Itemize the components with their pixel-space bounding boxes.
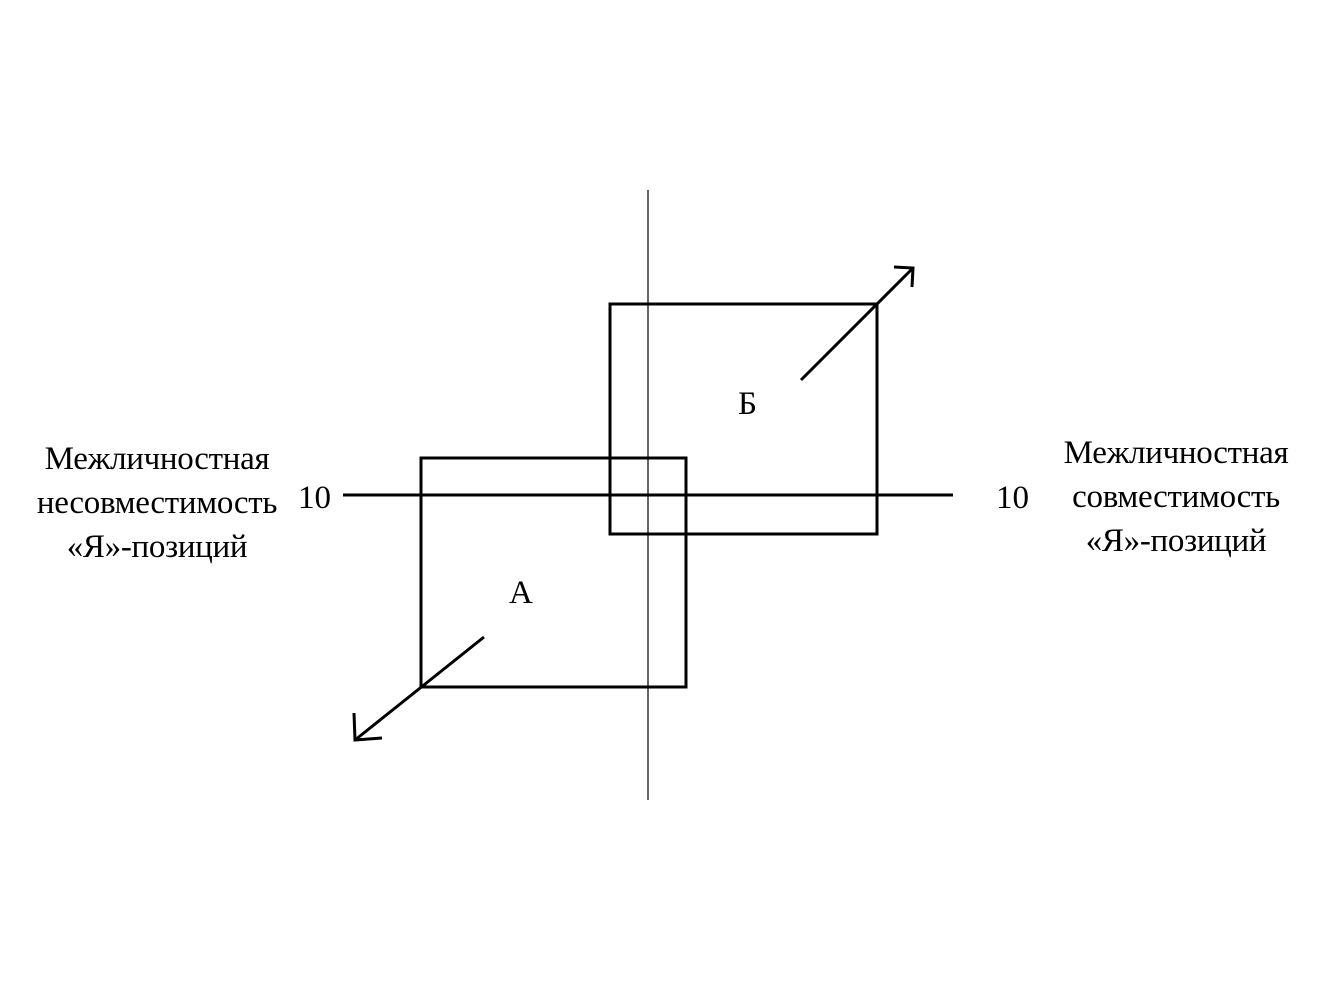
left-axis-label-line-1: Межличностная	[44, 441, 270, 477]
box-b	[608, 302, 879, 536]
right-tick-label: 10	[996, 480, 1029, 516]
left-tick-label: 10	[298, 480, 331, 516]
box-a-label: А	[509, 575, 533, 611]
left-axis-label-line-2: несовместимость	[36, 485, 278, 521]
right-axis-label-line-2: совместимость	[1072, 479, 1280, 515]
right-axis-label-line-1: Межличностная	[1063, 435, 1289, 471]
left-axis-label-line-3: «Я»-позиций	[66, 529, 248, 565]
arrow-a-down-left	[352, 635, 485, 742]
box-a	[419, 456, 688, 689]
arrow-b-up-right	[799, 265, 915, 382]
right-axis-label: Межличностная совместимость «Я»-позиций	[1040, 431, 1312, 563]
box-b-label: Б	[738, 386, 757, 422]
left-axis-label: Межличностная несовместимость «Я»-позици…	[12, 437, 302, 569]
right-axis-label-line-3: «Я»-позиций	[1085, 523, 1267, 559]
